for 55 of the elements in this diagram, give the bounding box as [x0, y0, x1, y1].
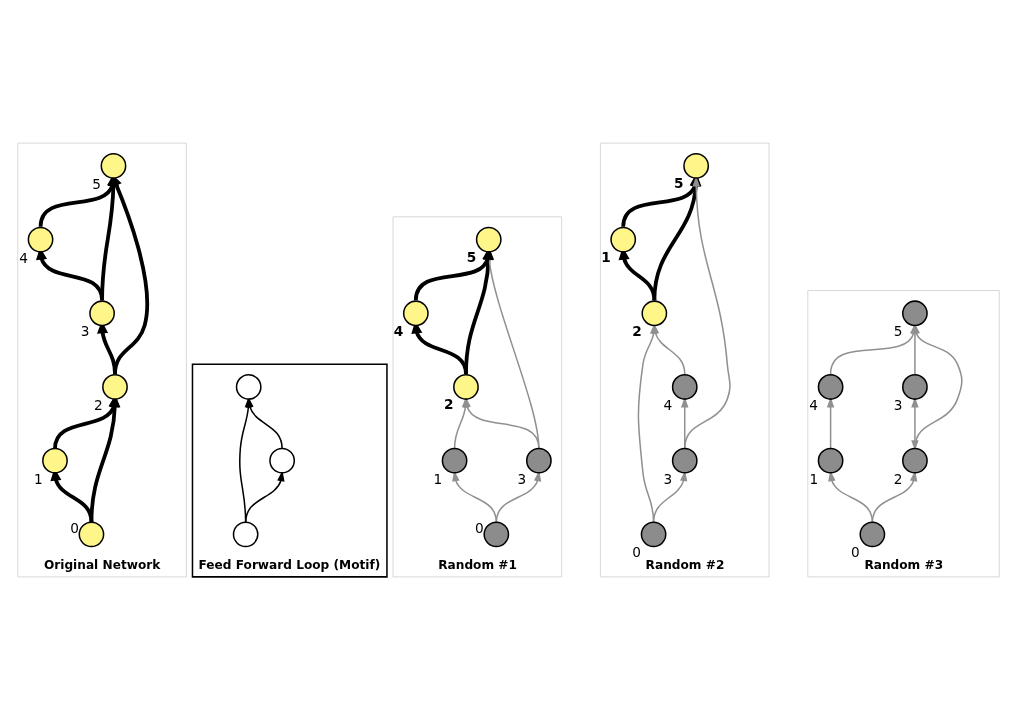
node-label: 5 [674, 175, 684, 192]
node-circle [42, 447, 68, 474]
cluster: Feed Forward Loop (Motif) [191, 363, 388, 578]
node-circle [817, 447, 844, 474]
node-circle [100, 153, 127, 179]
node-label: 0 [475, 520, 484, 537]
node-circle [453, 374, 479, 400]
node-circle [27, 226, 54, 253]
node-circle [483, 521, 510, 548]
node-circle [475, 226, 502, 253]
node-label: 4 [19, 249, 28, 266]
node-label: 1 [601, 248, 611, 265]
node-circle [902, 300, 928, 327]
node-label: 5 [893, 323, 903, 340]
node-circle [232, 521, 259, 548]
node-label: 5 [92, 176, 101, 192]
arrow [452, 470, 498, 523]
node-circle [671, 374, 698, 400]
node-label: 1 [809, 470, 819, 487]
node-label: 3 [517, 470, 527, 487]
node-circle [102, 374, 128, 400]
node-label: 3 [893, 397, 903, 414]
node-label: 5 [466, 248, 477, 265]
arrow [652, 470, 688, 523]
node-circle [525, 447, 552, 474]
node-label: 4 [663, 397, 673, 414]
node-circle [817, 374, 844, 400]
node-circle [902, 447, 928, 474]
arrow [828, 470, 874, 523]
node-circle [402, 300, 429, 327]
node-circle [269, 447, 296, 474]
node-label: 3 [663, 470, 673, 487]
node-circle [78, 521, 105, 548]
node-label: 0 [632, 544, 642, 561]
node-circle [441, 447, 468, 474]
node-label: 1 [433, 470, 443, 487]
node-circle [89, 300, 115, 327]
node-circle [641, 300, 668, 327]
node-label: 2 [632, 322, 642, 339]
node-label: 0 [70, 520, 79, 537]
node-label: 4 [393, 322, 404, 339]
node-label: 3 [80, 323, 90, 340]
node-label: 4 [809, 397, 819, 414]
node-circle [235, 374, 262, 400]
node-circle [683, 153, 710, 179]
node-label: 2 [93, 397, 103, 414]
node-circle [902, 374, 928, 400]
node-label: 2 [893, 470, 903, 487]
node-label: 1 [33, 470, 43, 487]
node-circle [640, 521, 667, 548]
node-circle [671, 447, 698, 474]
node-label: 0 [851, 544, 860, 561]
node-circle [610, 226, 637, 253]
node-label: 2 [443, 396, 454, 413]
node-circle [859, 521, 886, 548]
